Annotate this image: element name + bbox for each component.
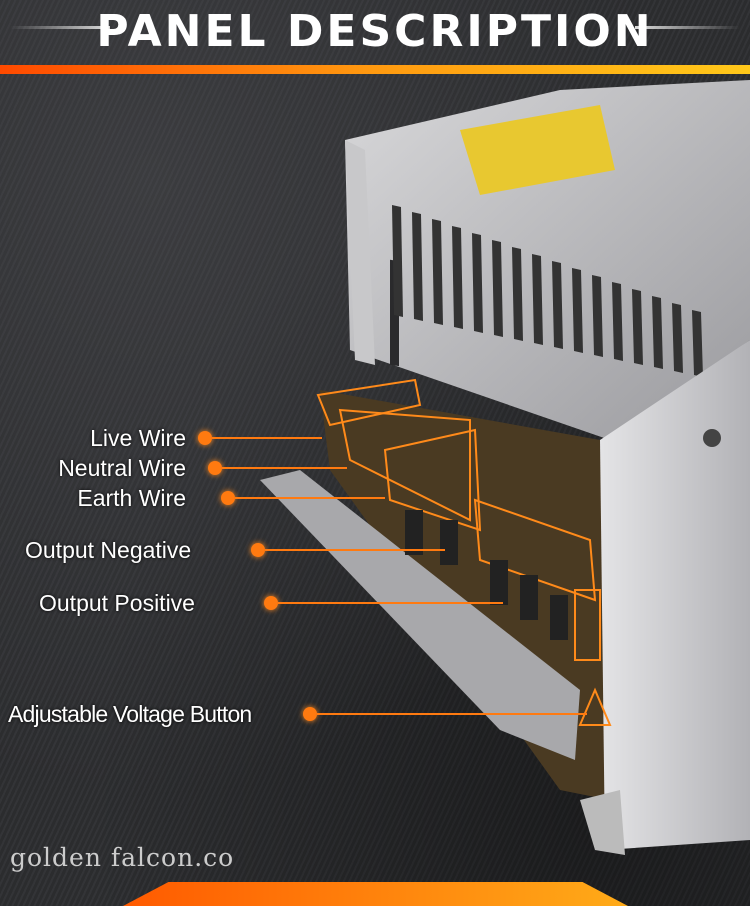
vent-slot: [392, 205, 403, 317]
label-earth-wire: Earth Wire: [77, 485, 186, 511]
label-neutral-wire: Neutral Wire: [58, 455, 186, 481]
neutral-wire-marker: [208, 461, 222, 475]
vent-slot: [672, 303, 683, 373]
header-accent-bar: [0, 65, 750, 74]
earth-wire-marker: [221, 491, 235, 505]
live-wire-leader: [212, 437, 322, 439]
vent-slots: [392, 205, 703, 377]
adjustable-voltage-marker: [303, 707, 317, 721]
vent-slot: [592, 275, 603, 357]
vent-slot: [532, 254, 543, 345]
label-live-wire: Live Wire: [90, 425, 186, 451]
output-positive-leader: [278, 602, 503, 604]
brand-watermark: golden falcon.co: [10, 843, 235, 872]
page-title: PANEL DESCRIPTION: [96, 6, 654, 57]
neutral-wire-leader: [222, 467, 347, 469]
vent-slot: [452, 226, 463, 329]
vent-slot: [572, 268, 583, 353]
vent-slot: [652, 296, 663, 369]
label-output-positive: Output Positive: [39, 590, 195, 616]
vent-slot: [412, 212, 423, 321]
vent-slot: [432, 219, 443, 325]
vent-slot: [512, 247, 523, 341]
live-wire-marker: [198, 431, 212, 445]
adjustable-voltage-leader: [317, 713, 587, 715]
vent-slot: [632, 289, 643, 365]
output-positive-marker: [264, 596, 278, 610]
output-negative-marker: [251, 543, 265, 557]
vent-slot: [692, 310, 703, 377]
footer-accent-bar: [123, 882, 628, 906]
vent-slot: [492, 240, 503, 337]
label-output-negative: Output Negative: [25, 537, 192, 563]
vent-slot: [612, 282, 623, 361]
vent-slot: [552, 261, 563, 349]
vent-slot: [472, 233, 483, 333]
earth-wire-leader: [235, 497, 385, 499]
title-rule-left: [10, 26, 110, 29]
label-adjustable-voltage-button: Adjustable Voltage Button: [8, 701, 252, 727]
output-negative-leader: [265, 549, 445, 551]
